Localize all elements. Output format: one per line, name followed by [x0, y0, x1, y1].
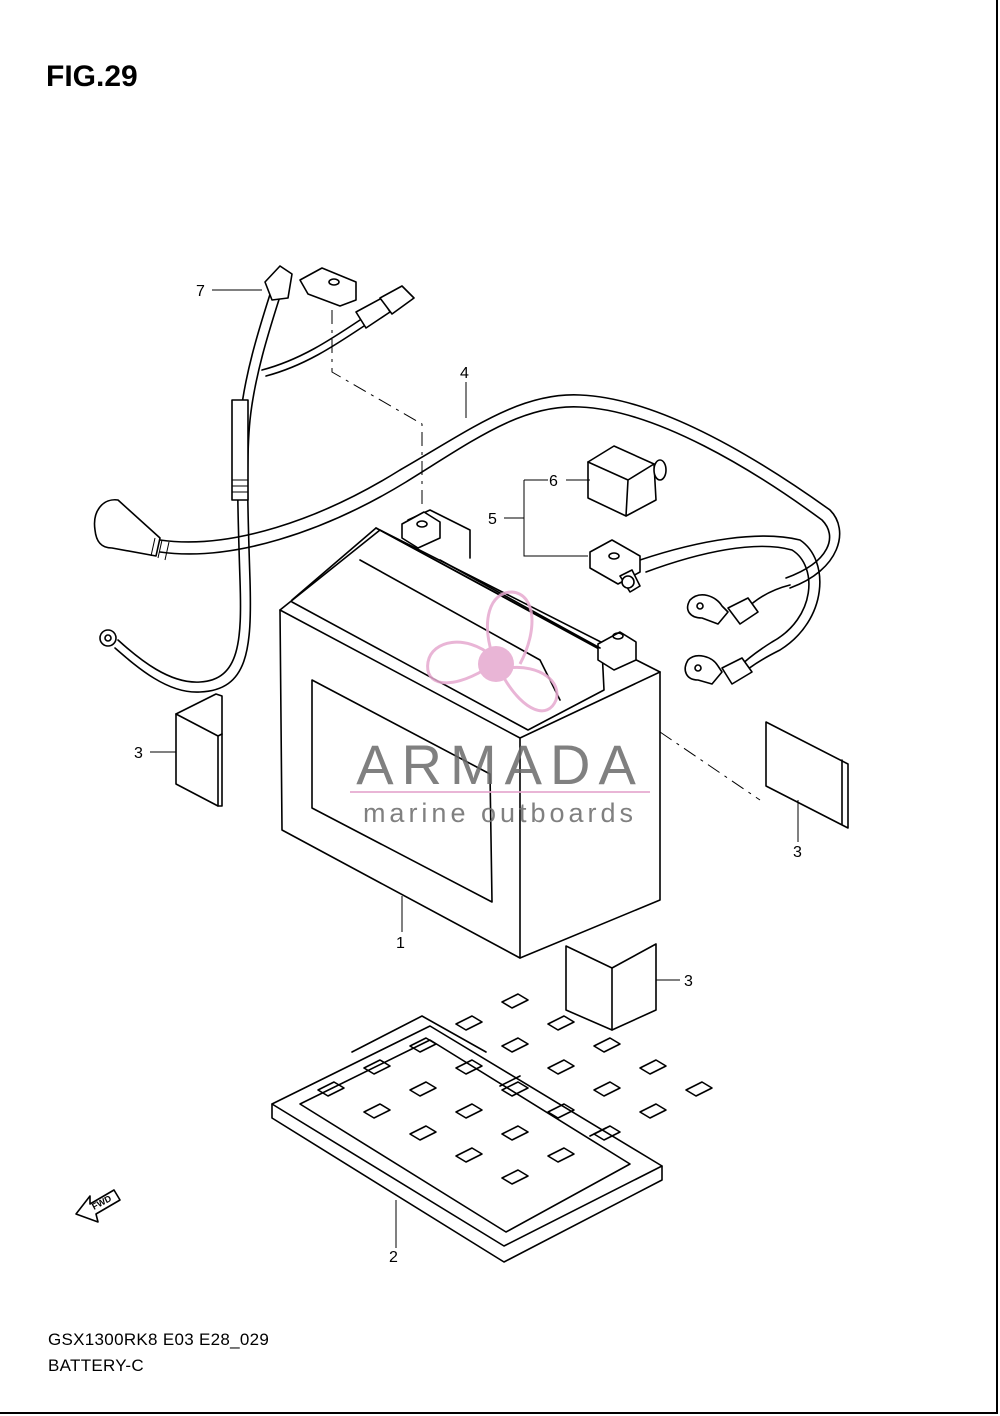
fwd-arrow-icon: FWD [75, 1189, 121, 1223]
tray-slot [639, 1103, 667, 1119]
battery-cable-4 [93, 394, 841, 685]
tray-slot [363, 1059, 391, 1075]
pad-3-right [659, 721, 849, 829]
tray-slot [409, 1081, 437, 1097]
tray-slot [547, 1059, 575, 1075]
tray-slot [501, 993, 529, 1009]
callout-3-bottom: 3 [684, 973, 693, 990]
tray-slot [501, 1037, 529, 1053]
tray-slot [501, 1081, 529, 1097]
tray-slot [501, 1125, 529, 1141]
tray-slot [547, 1147, 575, 1163]
tray-slot [455, 1015, 483, 1031]
tray-slot [455, 1059, 483, 1075]
tray-slot [363, 1103, 391, 1119]
propeller-logo-icon [426, 590, 559, 713]
terminal-cover-6 [587, 445, 667, 517]
tray-slot [455, 1147, 483, 1163]
figure-title: FIG.29 [46, 60, 138, 93]
callout-3-left: 3 [134, 745, 143, 762]
tray-slot [455, 1103, 483, 1119]
tray-slot [317, 1081, 345, 1097]
tray-slot [547, 1015, 575, 1031]
watermark-brand: ARMADA [356, 733, 644, 796]
propeller-hub [478, 646, 514, 682]
tray-slot [593, 1037, 621, 1053]
callout-7: 7 [196, 283, 205, 300]
tray-slot [409, 1037, 437, 1053]
tray-slot [547, 1103, 575, 1119]
watermark-tagline: marine outboards [363, 798, 637, 828]
callout-1: 1 [396, 935, 405, 952]
tray-slot [593, 1081, 621, 1097]
tray-slots [317, 993, 713, 1185]
leader-lines [150, 289, 799, 1248]
pad-3-left [175, 693, 223, 807]
watermark: ARMADA marine outboards [350, 590, 650, 828]
callout-4: 4 [460, 365, 469, 382]
tray-slot [639, 1059, 667, 1075]
diagram-name: BATTERY-C [48, 1356, 144, 1375]
lead-wire-7 [99, 265, 423, 693]
tray-slot [593, 1125, 621, 1141]
callout-2: 2 [389, 1249, 398, 1266]
callout-5: 5 [488, 511, 497, 528]
tray-slot [501, 1169, 529, 1185]
battery-tray-2 [271, 993, 713, 1263]
terminal-bracket-5 [589, 539, 641, 593]
callout-6: 6 [549, 473, 558, 490]
battery-1 [279, 509, 661, 959]
tray-slot [685, 1081, 713, 1097]
diagram-code: GSX1300RK8 E03 E28_029 [48, 1330, 270, 1349]
tray-slot [409, 1125, 437, 1141]
callout-3-right: 3 [793, 844, 802, 861]
pad-3-bottom [565, 943, 657, 1031]
